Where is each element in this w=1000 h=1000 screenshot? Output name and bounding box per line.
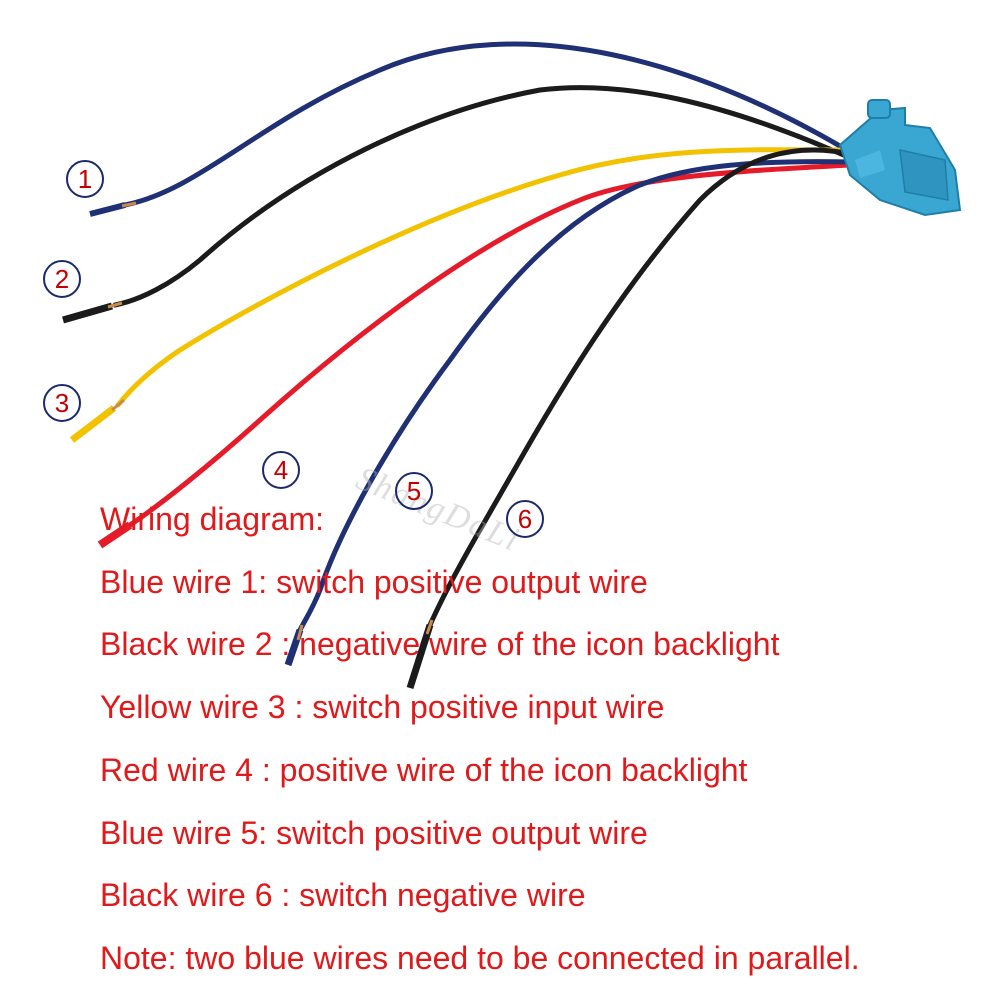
description-line-5: Blue wire 5: switch positive output wire [100, 815, 648, 851]
wire-6-end [406, 623, 434, 690]
wire-5-copper [296, 624, 304, 641]
wire-4-red [127, 162, 853, 528]
description-line-1: Blue wire 1: switch positive output wire [100, 564, 648, 600]
wire-number-4: 4 [262, 451, 300, 489]
wire-3-copper [111, 398, 125, 412]
parallel-note: Note: two blue wires need to be connecte… [100, 940, 860, 976]
wire-2-copper [107, 301, 123, 309]
description-line-4: Red wire 4 : positive wire of the icon b… [100, 752, 748, 788]
wire-1-copper [121, 201, 137, 208]
description-line-6: Black wire 6 : switch negative wire [100, 877, 586, 913]
wire-2-black [112, 85, 858, 308]
wire-2-end [62, 302, 113, 324]
wire-1-end [89, 202, 126, 217]
wire-3-yellow [115, 147, 848, 408]
wire-number-1: 1 [66, 160, 104, 198]
wire-1-blue [122, 41, 863, 208]
description-line-3: Yellow wire 3 : switch positive input wi… [100, 689, 665, 725]
description-line-2: Black wire 2 : negative wire of the icon… [100, 626, 780, 662]
wire-5-blue [297, 159, 855, 633]
wire-number-2: 2 [43, 260, 81, 298]
wire-3-end [69, 405, 117, 443]
diagram-title: Wiring diagram: [100, 501, 325, 537]
wire-6-copper [425, 619, 434, 635]
connector-housing [838, 99, 962, 217]
wire-4-end [97, 521, 133, 549]
wire-number-6: 6 [506, 500, 544, 538]
wire-6-black [427, 147, 858, 628]
wire-number-3: 3 [43, 384, 81, 422]
wire-number-5: 5 [395, 472, 433, 510]
